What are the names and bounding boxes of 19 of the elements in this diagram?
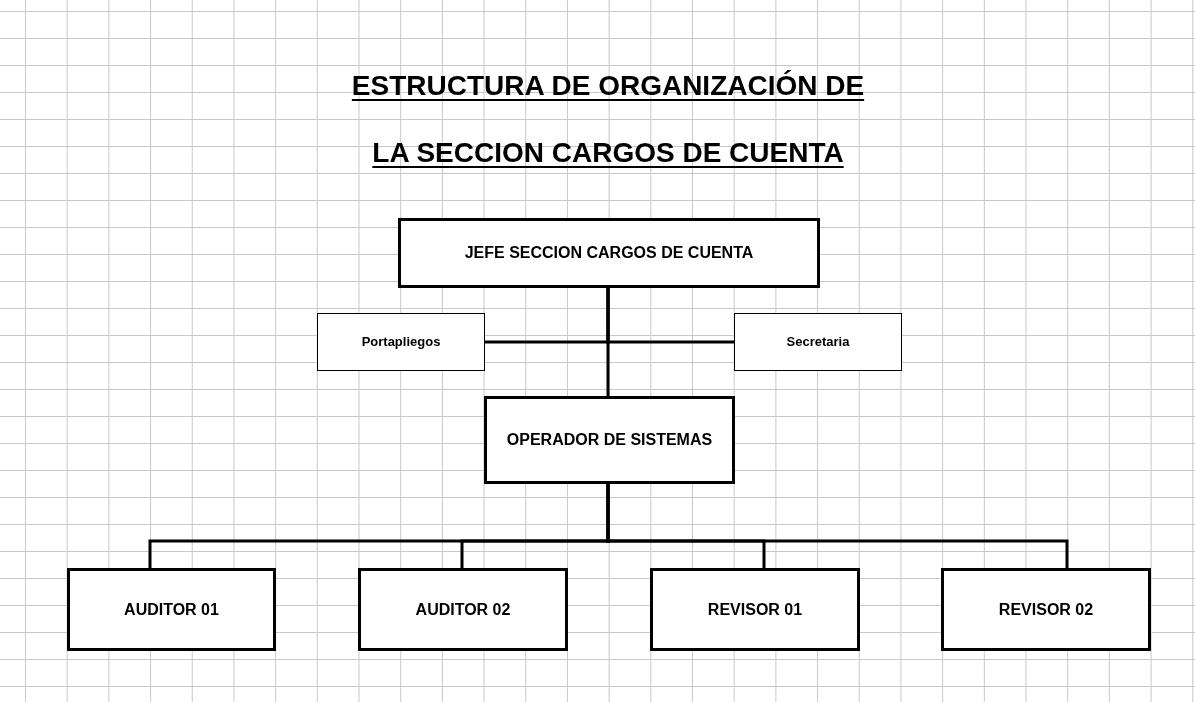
role-label: REVISOR 02 [998, 599, 1094, 620]
org-box [67, 568, 276, 651]
role-label: OPERADOR DE SISTEMAS [506, 430, 713, 451]
role-label: AUDITOR 01 [124, 599, 219, 620]
connector-line [606, 484, 1069, 568]
org-box [941, 568, 1151, 651]
role-label: Portapliegos [361, 332, 441, 351]
role-label: REVISOR 01 [707, 599, 803, 620]
org-box [650, 568, 860, 651]
org-box [484, 396, 735, 484]
org-box [398, 218, 820, 288]
diagram-title: ESTRUCTURA DE ORGANIZACIÓN DE LA SECCION CARGOS DE CUENTA [350, 69, 866, 170]
role-label: JEFE SECCION CARGOS DE CUENTA [464, 243, 754, 264]
role-label: Secretaria [786, 332, 850, 351]
org-box [317, 313, 485, 371]
org-box [358, 568, 568, 651]
org-box [734, 313, 902, 371]
connector-line [606, 288, 610, 396]
role-label: AUDITOR 02 [415, 599, 511, 620]
